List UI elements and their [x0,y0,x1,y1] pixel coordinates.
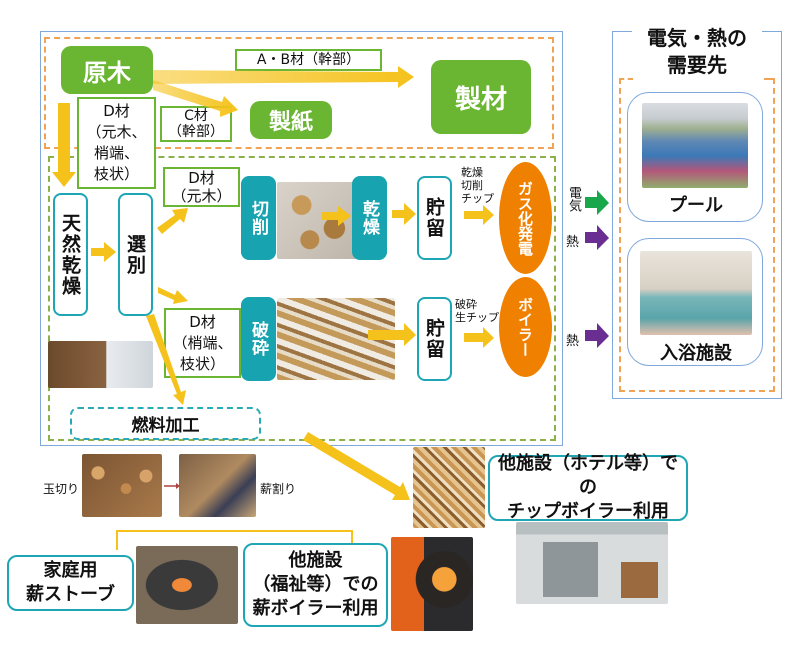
raw-chip-label: 破砕 生チップ [455,298,499,324]
timber-use-region [44,37,554,149]
demand-inner-top-dash-right [764,78,775,80]
pool-photo [642,103,748,188]
hotel-chip-boiler-callout: 他施設（ホテル等）での チップボイラー利用 [488,453,688,522]
cut-chips-photo [277,182,359,259]
wood-stove-photo [136,546,238,624]
log-pile-truck-photo [48,341,153,388]
arrow-heat-upper [585,225,609,250]
bath-photo [640,251,752,335]
electricity-label: 電気 [566,186,581,212]
cutting-box: 切削 [241,176,276,260]
wood-splitter-photo [179,454,256,517]
building-opening-left [543,542,598,597]
pool-card: プール [627,92,763,222]
raw-wood-box: 原木 [61,46,153,94]
chip-boiler-building-photo [516,522,668,604]
energy-use-region [48,156,556,441]
natural-drying-box: 天然乾燥 [53,193,88,316]
c-material-label: C材 （幹部） [160,106,232,142]
bucking-label: 玉切り [43,482,80,496]
drying-box: 乾燥 [352,176,387,260]
crushing-box: 破砕 [241,297,276,381]
demand-inner-top-dash-left [619,78,633,80]
home-stove-callout: 家庭用 薪ストーブ [7,555,134,611]
bath-card: 入浴施設 [627,238,763,366]
pool-label: プール [669,195,723,216]
storage-upper-box: 貯留 [417,176,452,260]
d-material-tops-label: D材 （梢端、 枝状） [164,308,241,378]
heat-label-upper: 熱 [566,235,580,250]
welfare-boiler-callout: 他施設 （福祉等）での 薪ボイラー利用 [243,543,388,627]
papermaking-box: 製紙 [250,101,332,139]
bucked-logs-photo [82,454,162,517]
d-material-trunk-label: D材 （元木） [163,167,240,207]
supply-chain-frame [40,31,563,446]
fuel-processing-label: 燃料加工 [131,416,200,436]
gasification-power-node: ガス化発電 [499,162,552,274]
demand-title-mask [632,20,762,72]
dried-chip-label: 乾燥 切削 チップ [461,166,494,205]
wood-chips-photo [413,447,485,528]
firewood-boiler-photo [391,537,473,631]
splitting-label: 薪割り [260,482,297,496]
sawmill-box: 製材 [431,60,531,134]
demand-inner-region [619,78,775,392]
d-material-top-label: D材 （元木、 梢端、 枝状） [77,97,156,189]
bracket-line [116,530,353,550]
bath-label: 入浴施設 [660,343,732,364]
storage-lower-box: 貯留 [417,297,452,381]
building-opening-right [621,562,658,598]
arrow-electricity [585,190,609,215]
heat-label-lower: 熱 [566,334,580,349]
fuel-processing-box: 燃料加工 [70,407,261,440]
demand-title: 電気・熱の 需要先 [647,26,747,77]
sorting-box: 選別 [118,193,153,316]
arrow-heat-lower [585,323,609,348]
crushed-chips-photo [277,298,395,380]
boiler-node: ボイラー [499,277,552,377]
ab-material-label: A・B材（幹部） [235,49,382,71]
